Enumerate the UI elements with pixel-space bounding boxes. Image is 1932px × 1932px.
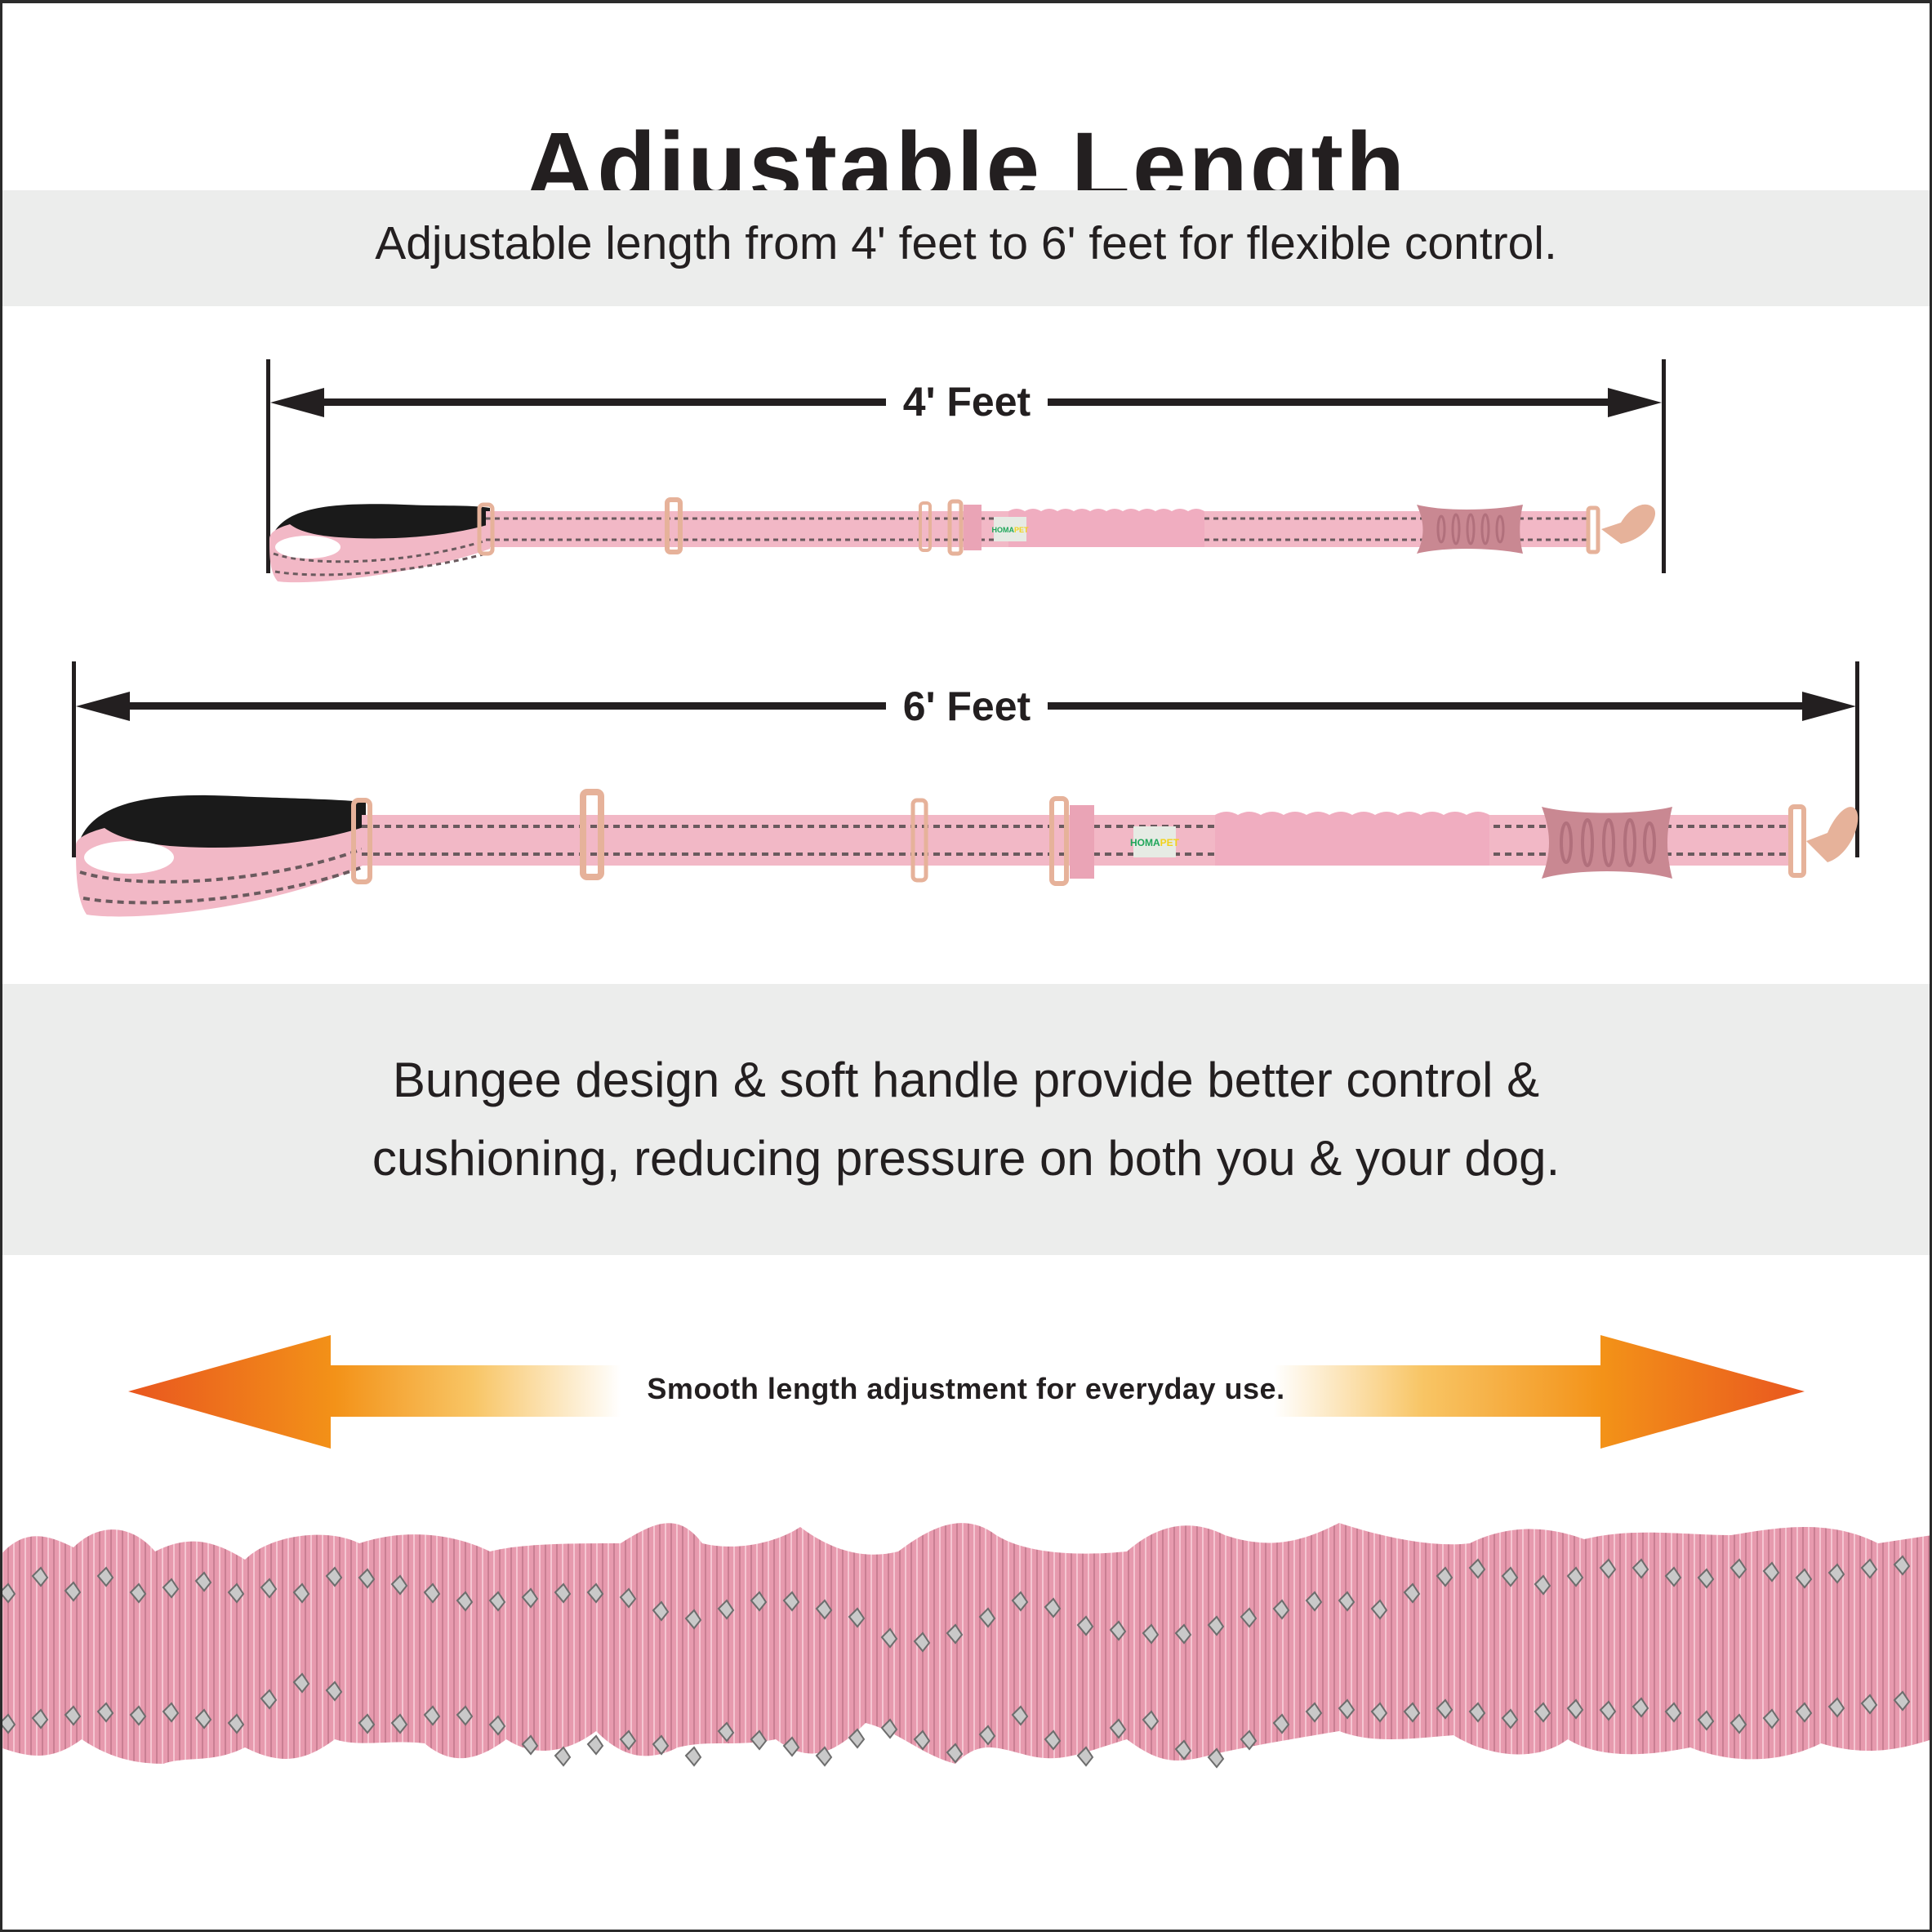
orange-double-arrow-icon <box>128 1335 1805 1449</box>
dimension-left-tick <box>266 359 270 573</box>
leash-image-6ft: HOMAPET <box>76 789 1859 917</box>
feature-description-line-2: cushioning, reducing pressure on both yo… <box>372 1131 1560 1186</box>
dimension-left-tick <box>72 661 76 857</box>
dimension-right-tick <box>1855 661 1859 857</box>
bungee-closeup-image <box>0 1523 1932 1769</box>
dimension-label: 6' Feet <box>886 682 1048 731</box>
dimension-right-tick <box>1662 359 1666 573</box>
adjustment-caption: Smooth length adjustment for everyday us… <box>647 1372 1285 1405</box>
svg-text:HOMAPET: HOMAPET <box>991 526 1029 534</box>
reflective-stitch-top <box>0 1555 1911 1653</box>
reflective-stitch-bottom <box>0 1672 1911 1769</box>
leash-image-4ft: HOMAPET <box>269 497 1656 583</box>
description-band <box>2 984 1930 1255</box>
feature-description: Bungee design & soft handle provide bett… <box>0 1041 1932 1198</box>
subtitle: Adjustable length from 4' feet to 6' fee… <box>375 217 1557 269</box>
subtitle-band <box>2 190 1930 306</box>
dimension-label: 4' Feet <box>886 377 1048 426</box>
feature-description-line-1: Bungee design & soft handle provide bett… <box>392 1053 1540 1107</box>
svg-text:HOMAPET: HOMAPET <box>1130 837 1180 848</box>
